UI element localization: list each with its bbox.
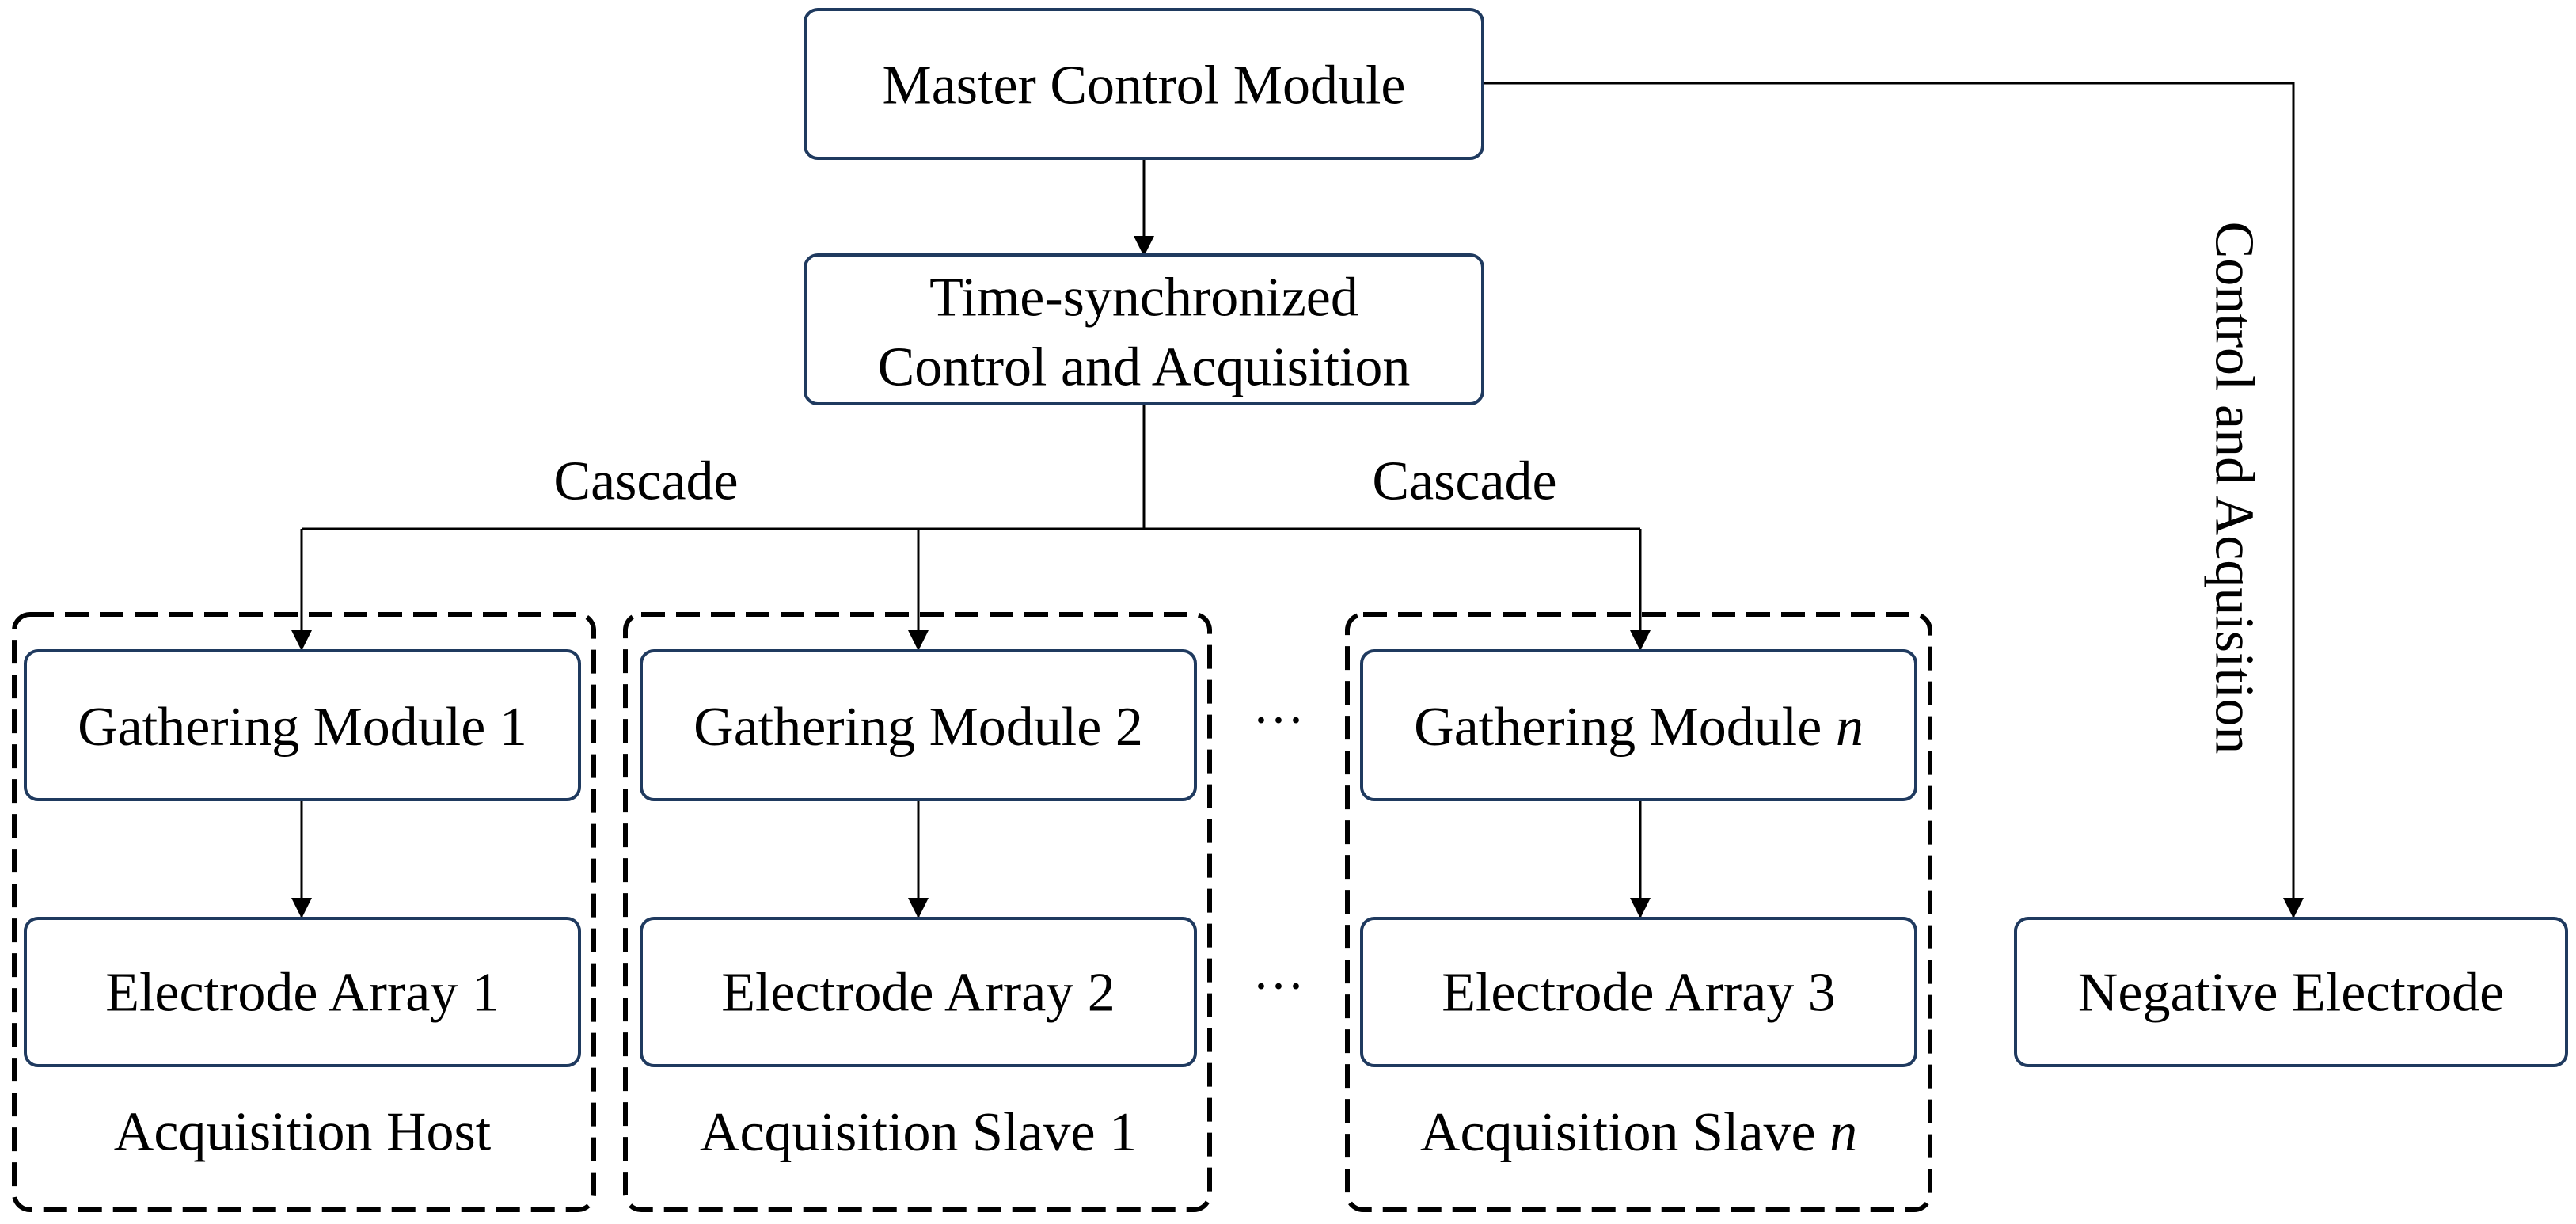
- master-control-module-label: Master Control Module: [882, 55, 1405, 116]
- electrode-array-1-box: Electrode Array 1: [24, 917, 581, 1067]
- master-control-module-box: Master Control Module: [804, 8, 1484, 160]
- gathering-module-1-box: Gathering Module 1: [24, 649, 581, 801]
- time-synchronized-label-line1: Time-synchronized: [929, 268, 1358, 329]
- acquisition-host-label: Acquisition Host: [114, 1102, 492, 1163]
- acquisition-slave-n-label: Acquisition Slave n: [1420, 1102, 1857, 1163]
- master-to-negative-electrode-arrow: [1483, 82, 2304, 918]
- time-synchronized-control-box: Time-synchronized Control and Acquisitio…: [804, 253, 1484, 405]
- gathering-module-1-label: Gathering Module 1: [78, 697, 527, 758]
- time-synchronized-label-line2: Control and Acquisition: [878, 337, 1411, 398]
- negative-electrode-box: Negative Electrode: [2014, 917, 2568, 1067]
- ellipsis-gathering-row: ···: [1252, 692, 1305, 750]
- acquisition-slave-1-label: Acquisition Slave 1: [700, 1102, 1137, 1163]
- cascade-label-left: Cascade: [553, 451, 738, 512]
- acquisition-slave-1-group: [623, 612, 1212, 1212]
- electrode-array-3-box: Electrode Array 3: [1360, 917, 1917, 1067]
- gathering-module-n-label: Gathering Module n: [1414, 697, 1864, 758]
- electrode-array-2-label: Electrode Array 2: [721, 963, 1115, 1024]
- electrode-array-2-box: Electrode Array 2: [640, 917, 1197, 1067]
- control-and-acquisition-vertical-label: Control and Acquisition: [2204, 222, 2265, 755]
- connectors: [291, 82, 2304, 918]
- acquisition-slave-n-group: [1345, 612, 1932, 1212]
- electrode-array-3-label: Electrode Array 3: [1442, 963, 1836, 1024]
- ellipsis-electrode-row: ···: [1252, 958, 1305, 1016]
- gathering-module-2-label: Gathering Module 2: [693, 697, 1143, 758]
- negative-electrode-label: Negative Electrode: [2078, 963, 2504, 1024]
- gathering-module-2-box: Gathering Module 2: [640, 649, 1197, 801]
- gathering-module-n-box: Gathering Module n: [1360, 649, 1917, 801]
- cascade-label-right: Cascade: [1372, 451, 1556, 512]
- acquisition-host-group: [12, 612, 596, 1212]
- electrode-array-1-label: Electrode Array 1: [105, 963, 500, 1024]
